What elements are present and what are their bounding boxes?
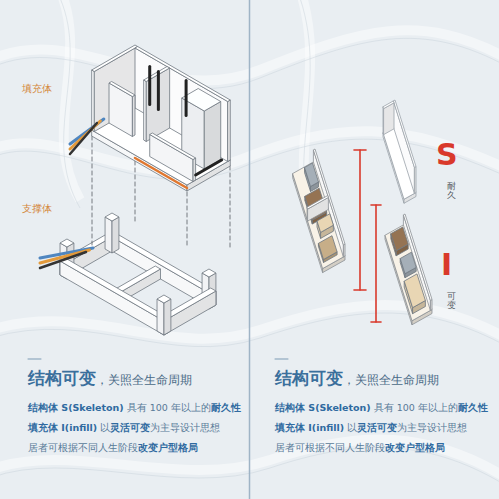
iso-face xyxy=(414,167,416,194)
body-text: 填充体 I(infill) xyxy=(28,422,97,433)
iso-face xyxy=(60,261,164,335)
heading-dash xyxy=(28,359,41,360)
iso-face xyxy=(193,158,196,182)
dashed-guide xyxy=(187,192,188,248)
text-line: 填充体 I(infill)以灵活可变为主导设计思想 xyxy=(28,419,220,434)
iso-face xyxy=(343,244,345,257)
text-panel: 结构可变，关照全生命周期结构体 S(Skeleton)具有 100 年以上的耐久… xyxy=(275,368,491,454)
vertical-note: 可变 xyxy=(447,292,456,311)
iso-face xyxy=(404,274,425,308)
infill-unit xyxy=(70,45,230,191)
iso-face xyxy=(144,67,170,82)
iso-face xyxy=(202,269,216,277)
bracket xyxy=(375,205,377,322)
dashed-guide xyxy=(230,166,231,248)
iso-face xyxy=(109,82,135,97)
bracket xyxy=(354,289,366,291)
iso-face xyxy=(391,227,408,251)
iso-face xyxy=(150,135,193,182)
body-text: 结构体 S(Skeleton) xyxy=(275,402,371,413)
body-text: 为主导设计思想 xyxy=(150,422,220,433)
subheading: ，关照全生命周期 xyxy=(343,373,439,387)
body-text: 改变户型格局 xyxy=(385,442,445,453)
pipe xyxy=(40,250,89,263)
panel-divider xyxy=(249,0,251,499)
heading-dash xyxy=(275,359,288,360)
iso-face xyxy=(107,231,216,294)
iso-face xyxy=(317,214,333,233)
window-frame xyxy=(185,81,188,116)
text-line: 结构体 S(Skeleton)具有 100 年以上的耐久性 xyxy=(28,399,241,414)
iso-face xyxy=(164,299,171,335)
part-label: 填充体 xyxy=(22,84,52,94)
iso-face xyxy=(393,100,416,167)
iso-face xyxy=(157,299,164,335)
iso-face xyxy=(105,213,119,221)
text-line: 居者可根据不同人生阶段改变户型格局 xyxy=(28,439,198,454)
iso-face xyxy=(60,239,74,247)
iso-face xyxy=(114,266,161,293)
body-text: 耐久性 xyxy=(211,402,241,413)
heading: 结构可变 xyxy=(28,368,96,388)
window-frame xyxy=(148,67,151,105)
iso-face xyxy=(393,101,414,193)
part-label: 支撑体 xyxy=(22,204,52,214)
iso-face xyxy=(400,252,416,274)
text-line: 结构体 S(Skeleton)具有 100 年以上的耐久性 xyxy=(275,399,488,414)
iso-face xyxy=(307,196,328,210)
iso-face xyxy=(132,95,135,137)
body-text: 改变户型格局 xyxy=(138,442,198,453)
text-line: 居者可根据不同人生阶段改变户型格局 xyxy=(275,439,445,454)
body-text: 以 xyxy=(347,422,357,433)
body-text: 以 xyxy=(100,422,110,433)
body-text: 灵活可变 xyxy=(110,422,150,433)
service-line xyxy=(135,158,187,188)
subheading: ，关照全生命周期 xyxy=(96,373,192,387)
bracket xyxy=(359,150,361,290)
window-frame xyxy=(196,160,222,175)
body-text: 填充体 I(infill) xyxy=(275,422,344,433)
text-line: 结构可变，关照全生命周期 xyxy=(275,368,439,390)
body-text: 灵活可变 xyxy=(357,422,397,433)
system-letter: S xyxy=(436,140,458,170)
body-text: 居者可根据不同人生阶段 xyxy=(275,442,385,453)
iso-face xyxy=(105,217,112,253)
system-letter: I xyxy=(441,250,452,280)
heading: 结构可变 xyxy=(275,368,343,388)
pipe xyxy=(40,252,86,268)
marble-vein xyxy=(60,0,80,208)
iso-face xyxy=(430,300,432,311)
iso-face xyxy=(204,102,220,170)
iso-face xyxy=(92,45,138,72)
text-line: 填充体 I(infill)以灵活可变为主导设计思想 xyxy=(275,419,467,434)
pipe xyxy=(70,123,97,154)
body-text: 居者可根据不同人生阶段 xyxy=(28,442,138,453)
body-text: 为主导设计思想 xyxy=(397,422,467,433)
vertical-note: 耐久 xyxy=(447,182,456,201)
iso-face xyxy=(305,163,319,187)
bracket xyxy=(354,149,366,151)
iso-face xyxy=(318,236,337,260)
iso-face xyxy=(157,295,171,303)
body-text: 耐久性 xyxy=(458,402,488,413)
marble-swirl xyxy=(60,0,80,200)
iso-face xyxy=(150,133,196,160)
plan-illustration xyxy=(293,100,432,325)
iso-face xyxy=(112,217,119,253)
iso-face xyxy=(383,101,394,109)
text-line: 结构可变，关照全生命周期 xyxy=(28,368,192,390)
body-text: 具有 100 年以上的 xyxy=(374,402,458,413)
bracket xyxy=(371,321,381,323)
text-panel: 结构可变，关照全生命周期结构体 S(Skeleton)具有 100 年以上的耐久… xyxy=(28,368,244,454)
window-frame xyxy=(157,72,160,110)
dashed-guide xyxy=(92,136,93,248)
body-text: 具有 100 年以上的 xyxy=(127,402,211,413)
bracket xyxy=(371,204,381,206)
iso-face xyxy=(228,100,231,162)
iso-face xyxy=(60,258,169,321)
iso-face xyxy=(182,89,221,112)
body-text: 结构体 S(Skeleton) xyxy=(28,402,124,413)
